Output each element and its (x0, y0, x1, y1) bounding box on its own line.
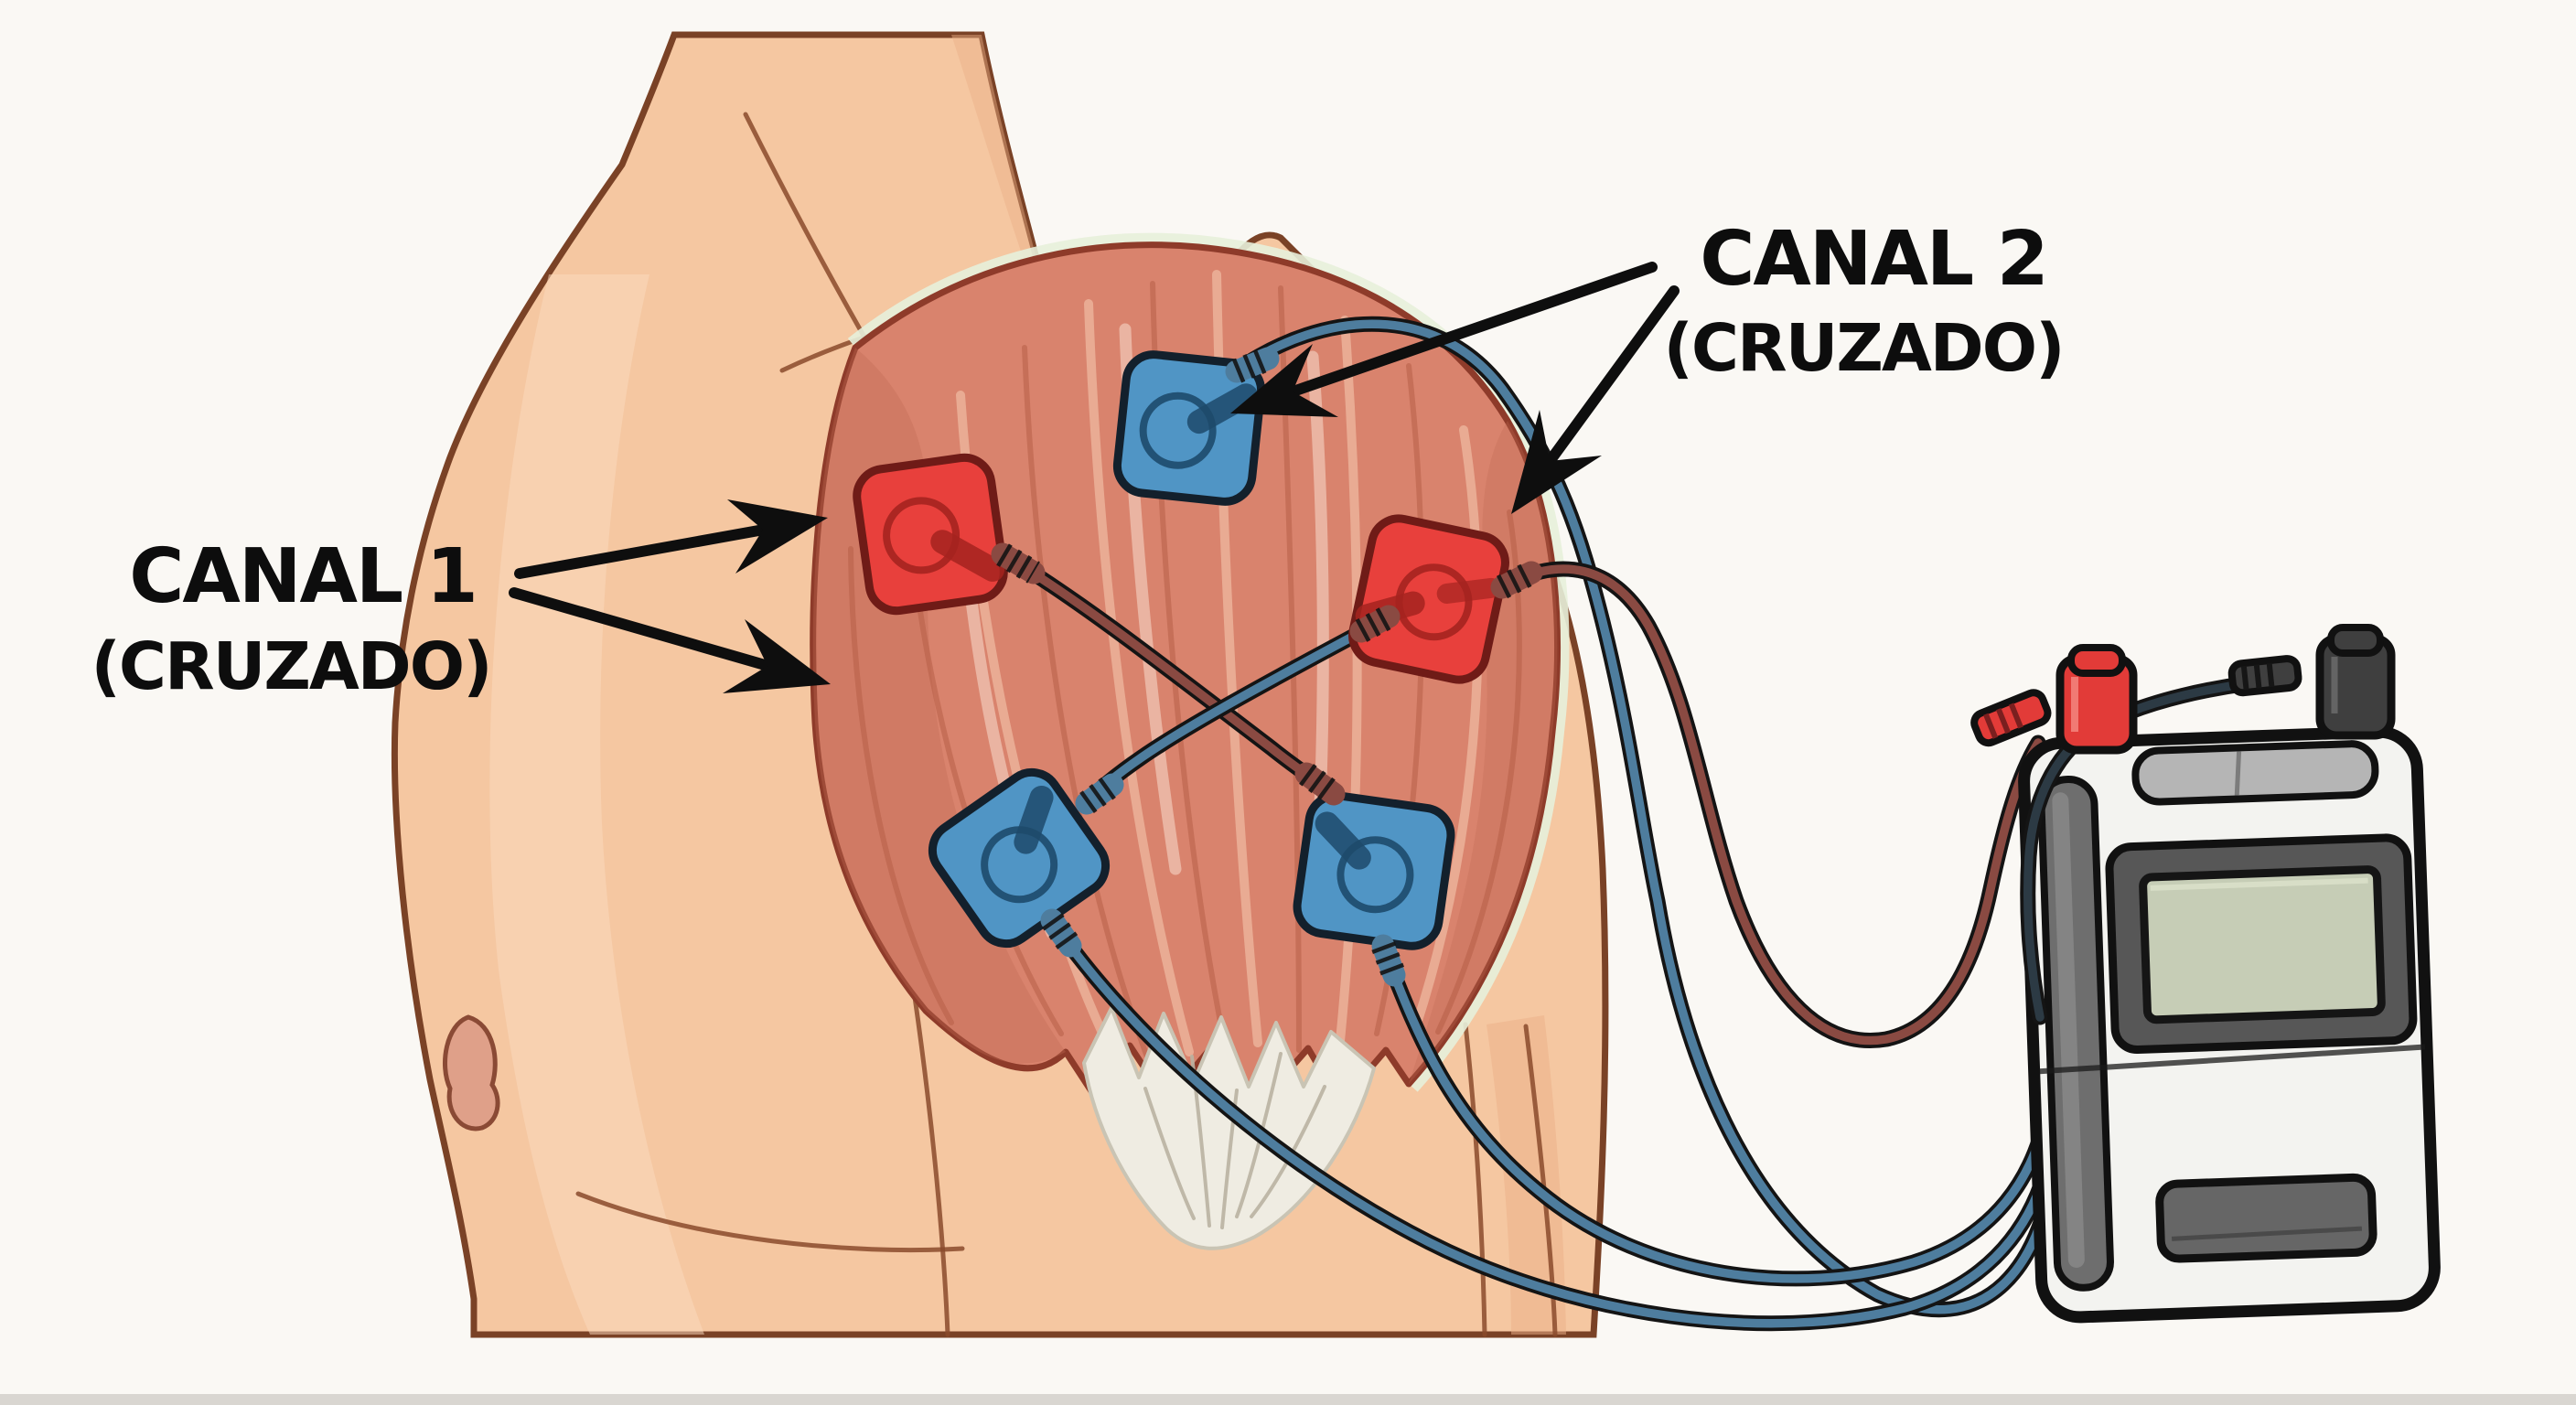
nipple (442, 1014, 500, 1132)
label-canal2-title: CANAL 2 (1700, 216, 2047, 303)
electrode-pad (1293, 791, 1455, 950)
electrode-blue-top (1112, 350, 1266, 506)
coil (1040, 908, 1082, 958)
electrode-stem (1186, 383, 1259, 434)
coil (1490, 561, 1543, 599)
coil (1371, 934, 1406, 987)
device-seam (2039, 1044, 2426, 1075)
muscle-fiber (1084, 299, 1194, 1056)
electrode-snap (981, 826, 1058, 904)
electrode-pad (1348, 514, 1509, 684)
red-plug (1970, 644, 2138, 755)
device-top-bar-divider (2234, 751, 2242, 796)
label-canal1-title: CANAL 1 (129, 533, 477, 620)
pectoral-fold (912, 994, 950, 1337)
plug-ribs (1983, 702, 2023, 739)
coil (1075, 773, 1124, 815)
electrode-stem (1315, 811, 1371, 870)
electrode-snap (883, 497, 961, 574)
black-plug-ribbed-tail (2227, 655, 2302, 697)
device-button-shade (2172, 1226, 2363, 1241)
coil (1225, 347, 1280, 383)
electrode-stem (1014, 785, 1054, 854)
electrode-pad (853, 453, 1008, 616)
electrodes (853, 350, 1509, 950)
bottom-strip (0, 1394, 2576, 1405)
black-plug-cap (2327, 624, 2384, 657)
chest-highlight (489, 274, 704, 1335)
device-button (2155, 1173, 2377, 1263)
arrow-canal1-upper (514, 499, 828, 579)
coil (991, 542, 1046, 585)
device-lcd-glare (2150, 877, 2368, 891)
wire-blue-lowerright (1379, 941, 2052, 1283)
tendon (1082, 1006, 1376, 1250)
electrode-blue-lower-left (928, 767, 1111, 949)
arrow-canal2-lower (1511, 285, 1680, 514)
black-plug-cable (2020, 670, 2301, 1025)
label-canal1-subtitle: (CRUZADO) (91, 628, 490, 704)
electrode-blue-lower-right (1293, 791, 1455, 950)
electrode-stem (930, 530, 1005, 582)
wire-coils (991, 347, 1543, 987)
electrode-red-right (1348, 514, 1509, 684)
electrode-red-upper-left (853, 453, 1008, 616)
electrode-snap (1336, 836, 1414, 914)
device-side-highlight (2052, 792, 2085, 1268)
black-plug (2227, 624, 2396, 740)
muscle-fiber (1022, 345, 1151, 1062)
tendon-strand (1143, 1087, 1196, 1220)
electrode-stem (1436, 577, 1502, 604)
wire-red-right (1497, 564, 2043, 1046)
tendon-strand (1235, 1052, 1283, 1218)
coil (1294, 762, 1346, 806)
labels: CANAL 1 (CRUZADO) CANAL 2 (CRUZADO) (91, 216, 2065, 704)
arrow-canal1-lower (509, 587, 831, 693)
electrode-snap (1139, 391, 1217, 469)
underbreast-crease (575, 1191, 965, 1253)
stimulator-device (2018, 725, 2441, 1324)
coil (1349, 605, 1401, 643)
muscle-fiber (848, 546, 954, 1025)
red-plug-cap (2067, 644, 2126, 677)
armpit-line (1463, 1022, 1487, 1337)
red-plug-ribbed-tail (1970, 689, 2052, 747)
plug-tail (2227, 655, 2302, 697)
muscle-fiber (1411, 425, 1483, 1031)
label-canal2-subtitle: (CRUZADO) (1663, 310, 2063, 386)
device-top-bar (2131, 740, 2379, 806)
device-lcd-screen (2139, 865, 2386, 1024)
annotation-arrows (509, 262, 1680, 693)
cable-black (2023, 674, 2297, 1022)
plug-ribs (2240, 662, 2275, 691)
arrow-canal2-upper (1230, 262, 1658, 417)
